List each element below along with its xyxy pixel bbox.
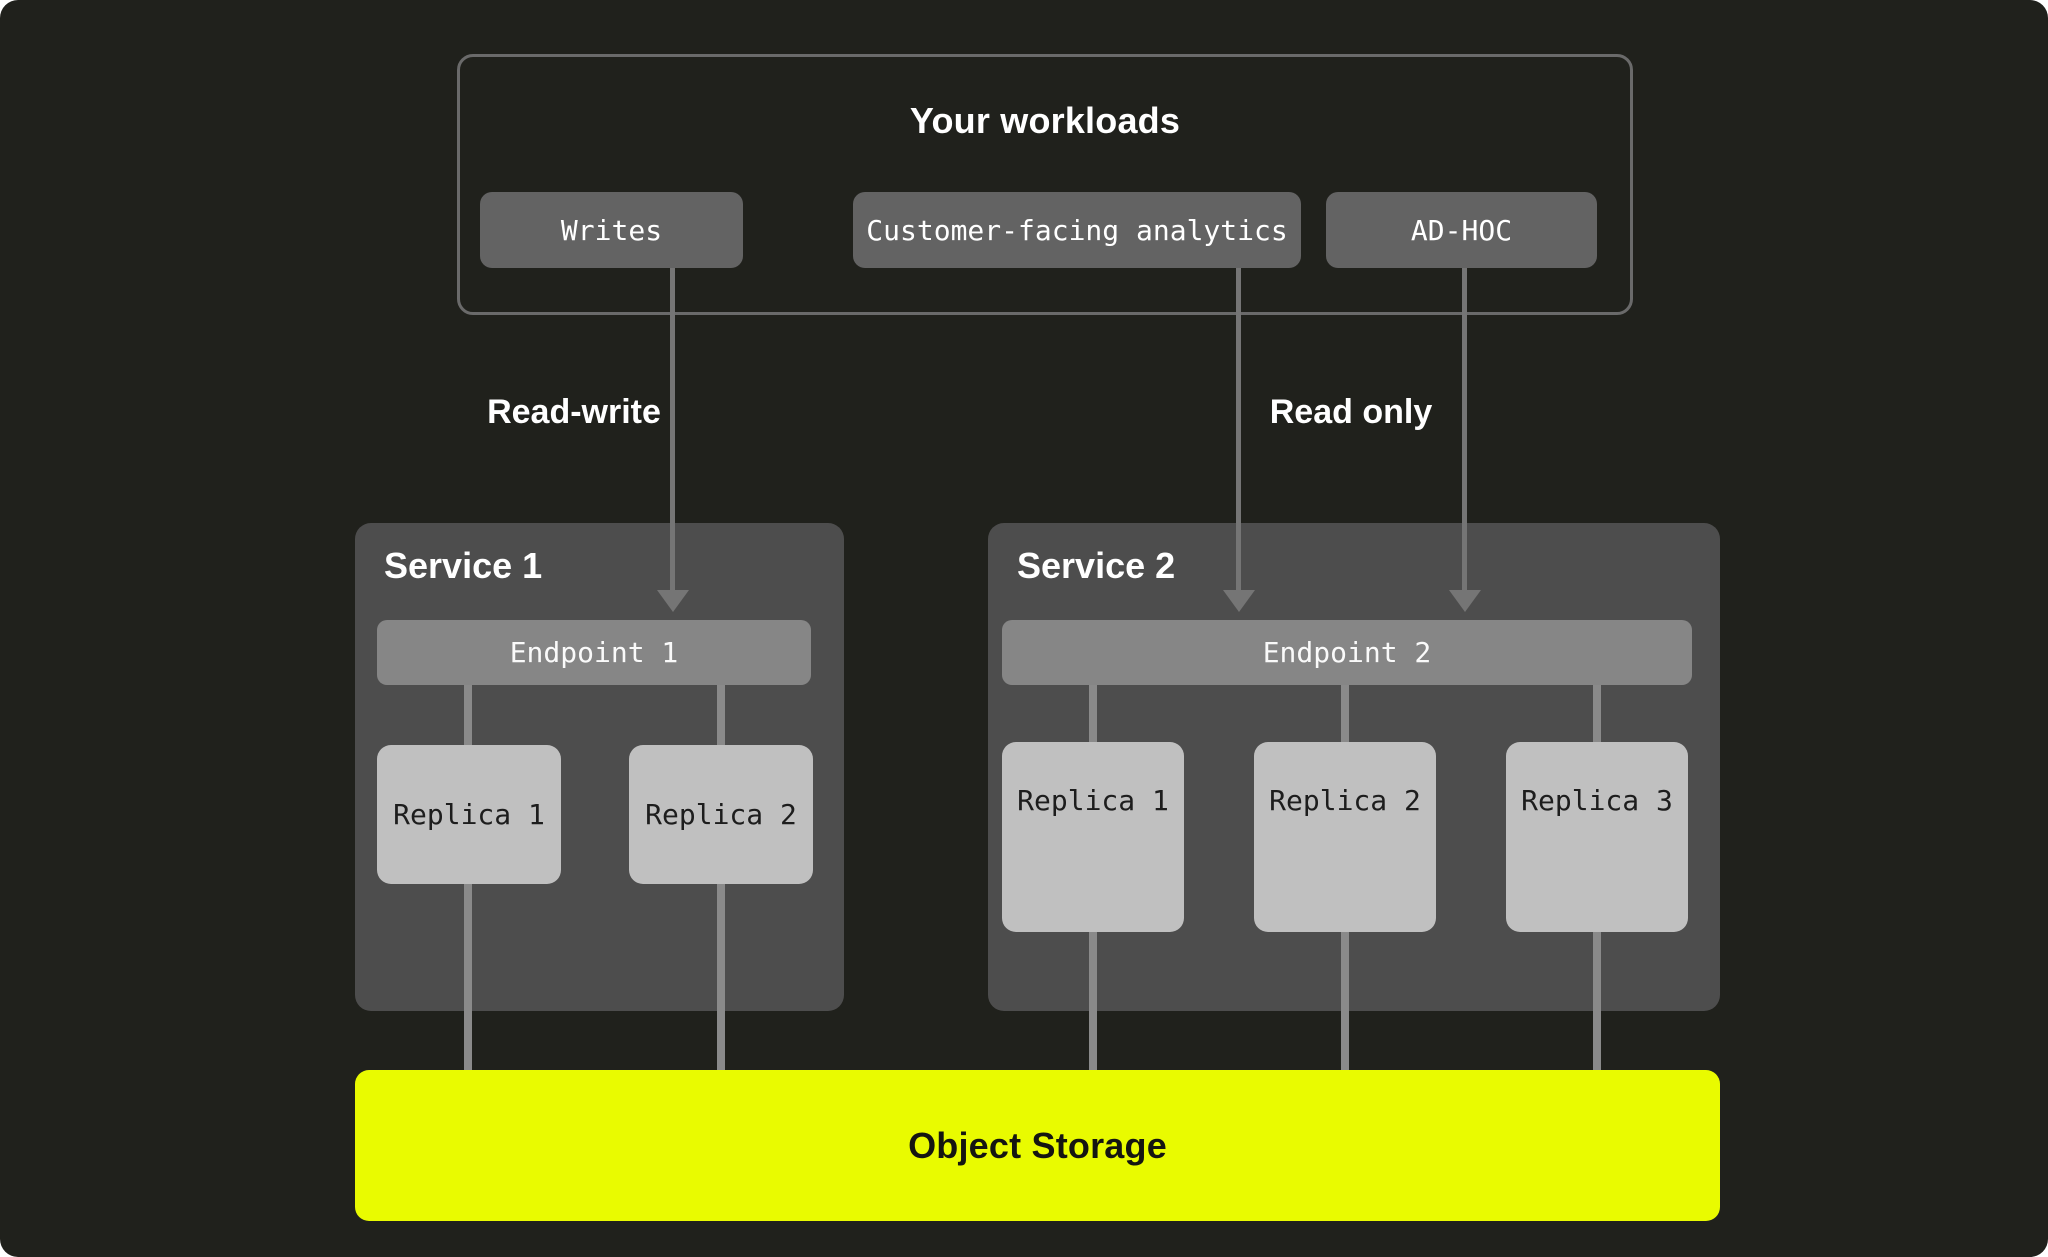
workload-node-writes: Writes: [480, 192, 743, 268]
arrow-down-icon: [1223, 590, 1255, 612]
arrow-adhoc-to-endpoint2: [1462, 268, 1467, 592]
service-2-replica-1: Replica 1: [1002, 742, 1184, 932]
edge-label-read-only: Read only: [1269, 393, 1433, 431]
edge-label-read-write: Read-write: [487, 393, 661, 431]
workload-node-customer-facing-analytics: Customer-facing analytics: [853, 192, 1301, 268]
service-2-replica-3: Replica 3: [1506, 742, 1688, 932]
service-2-replica-2: Replica 2: [1254, 742, 1436, 932]
arrow-down-icon: [657, 590, 689, 612]
object-storage-label: Object Storage: [908, 1124, 1167, 1166]
service-1-replica-1: Replica 1: [377, 745, 561, 884]
object-storage-bar: Object Storage: [355, 1070, 1720, 1221]
service-2-box: Service 2 Endpoint 2 Replica 1 Replica 2…: [988, 523, 1720, 1011]
service-1-replica-2: Replica 2: [629, 745, 813, 884]
workloads-group-box: Your workloads Writes Customer-facing an…: [457, 54, 1633, 315]
workload-node-ad-hoc: AD-HOC: [1326, 192, 1597, 268]
workloads-title: Your workloads: [909, 100, 1181, 141]
arrow-analytics-to-endpoint2: [1236, 268, 1241, 592]
service-1-endpoint: Endpoint 1: [377, 620, 811, 685]
service-2-title: Service 2: [1017, 545, 1176, 586]
service-2-endpoint: Endpoint 2: [1002, 620, 1692, 685]
service-1-box: Service 1 Endpoint 1 Replica 1 Replica 2: [355, 523, 844, 1011]
arrow-down-icon: [1449, 590, 1481, 612]
arrow-writes-to-endpoint1: [670, 268, 675, 592]
service-1-title: Service 1: [384, 545, 543, 586]
